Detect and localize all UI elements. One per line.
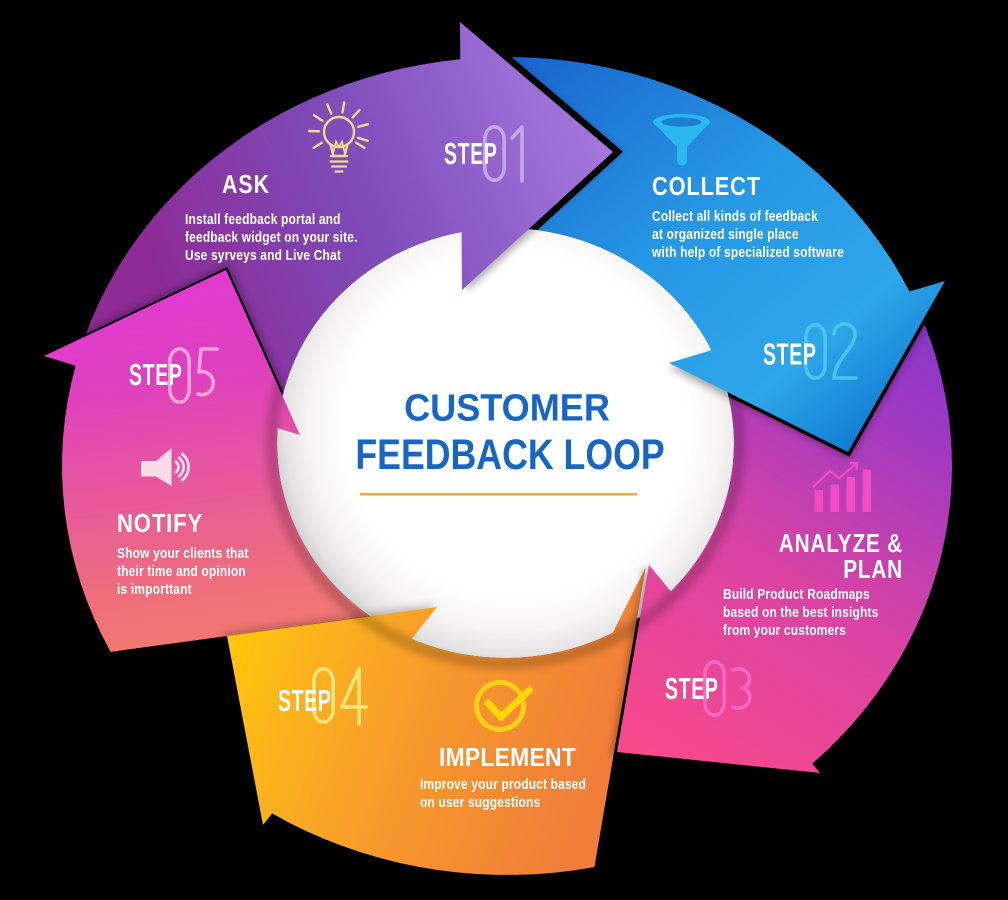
svg-text:Install feedback portal and: Install feedback portal and [185,211,341,228]
svg-text:with help of specialized softw: with help of specialized software [651,244,844,261]
svg-text:on user suggestions: on user suggestions [420,794,540,811]
svg-text:their time and opinion: their time and opinion [117,563,246,580]
svg-text:Collect all kinds of feedback: Collect all kinds of feedback [652,208,818,225]
svg-text:from your customers: from your customers [723,622,846,639]
svg-text:IMPLEMENT: IMPLEMENT [439,744,576,773]
svg-text:based on the best insights: based on the best insights [723,604,878,621]
svg-text:Use syrveys and Live Chat: Use syrveys and Live Chat [185,247,341,264]
svg-text:NOTIFY: NOTIFY [117,509,203,538]
svg-text:STEP: STEP [763,338,817,371]
svg-text:STEP: STEP [444,138,498,171]
svg-text:feedback widget on your site.: feedback widget on your site. [185,229,358,246]
svg-text:Show your clients that: Show your clients that [117,545,249,562]
svg-text:FEEDBACK LOOP: FEEDBACK LOOP [355,431,664,479]
svg-text:ANALYZE &: ANALYZE & [779,529,903,558]
svg-text:is importtant: is importtant [117,581,192,598]
svg-text:CUSTOMER: CUSTOMER [404,386,610,429]
svg-text:STEP: STEP [665,673,719,706]
svg-text:ASK: ASK [222,170,270,200]
svg-text:PLAN: PLAN [843,555,903,584]
svg-text:at organized single place: at organized single place [652,226,799,243]
svg-text:STEP: STEP [129,359,183,392]
svg-text:STEP: STEP [278,685,332,718]
svg-text:Improve your product based: Improve your product based [420,776,586,793]
svg-text:COLLECT: COLLECT [652,172,761,201]
svg-text:Build Product Roadmaps: Build Product Roadmaps [723,586,870,603]
